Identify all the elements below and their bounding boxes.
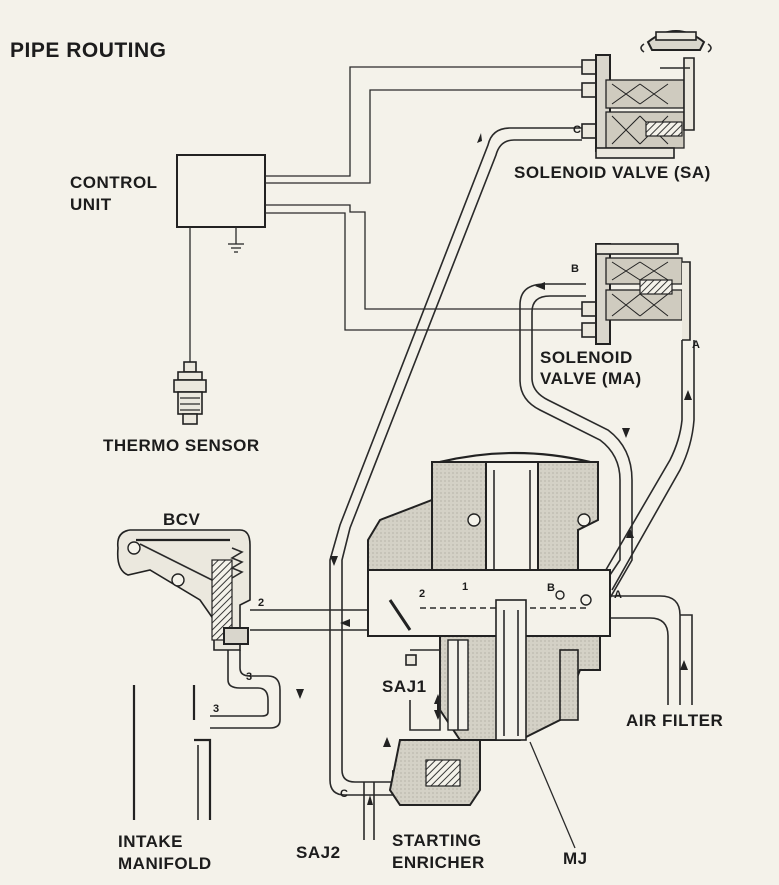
port-label-c1: C [573,124,581,136]
port-label-a2: A [614,589,622,601]
port-label-c2: C [340,788,348,800]
port-label-b1: B [571,263,579,275]
port-label-b2: B [547,582,555,594]
solenoid-ma-label-line1: SOLENOID [540,348,633,367]
port-label-1: 1 [462,581,468,593]
solenoid-valve-sa [581,30,712,159]
solenoid-sa-label: SOLENOID VALVE (SA) [514,163,711,182]
solenoid-valve-ma [581,243,691,345]
control-unit [176,154,266,253]
bcv-valve [116,529,251,651]
thermo-sensor-label: THERMO SENSOR [103,436,260,455]
air-filter-label: AIR FILTER [626,711,723,730]
starting-enricher-label-line1: STARTING [392,831,482,850]
mj-label: MJ [563,849,588,868]
intake-manifold [132,685,212,820]
page-title: PIPE ROUTING [10,39,167,62]
saj2-label: SAJ2 [296,843,341,862]
control-unit-label-line2: UNIT [70,195,112,214]
intake-manifold-label-line2: MANIFOLD [118,854,212,873]
thermo-sensor [173,227,207,425]
port-label-3-bcv: 3 [246,671,252,683]
hoses [210,127,695,840]
solenoid-ma-label-line2: VALVE (MA) [540,369,642,388]
bcv-label: BCV [163,510,201,529]
port-label-a1: A [692,339,700,351]
intake-manifold-label-line1: INTAKE [118,832,183,851]
saj1-label: SAJ1 [382,677,427,696]
port-label-3-manifold: 3 [213,703,219,715]
starting-enricher-label-line2: ENRICHER [392,853,485,872]
control-wires [265,66,582,331]
control-unit-label-line1: CONTROL [70,173,158,192]
carburetor [367,451,611,806]
port-label-2-bcv: 2 [258,597,264,609]
port-label-2-carb: 2 [419,588,425,600]
